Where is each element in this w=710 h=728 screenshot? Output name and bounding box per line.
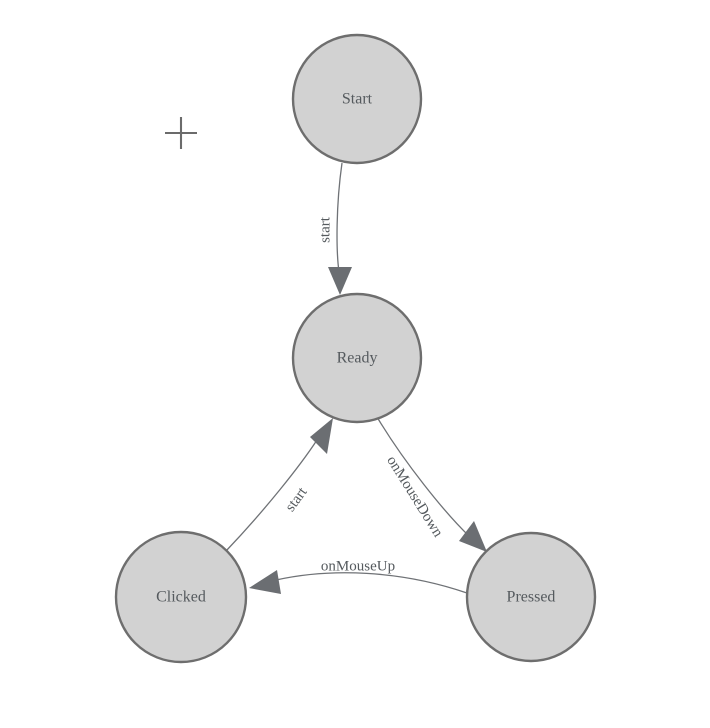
node-start[interactable]: Start bbox=[291, 33, 423, 165]
node-clicked[interactable]: Clicked bbox=[114, 530, 248, 664]
node-start-circle[interactable] bbox=[291, 33, 423, 165]
node-ready-circle[interactable] bbox=[291, 292, 423, 424]
edge-clicked-to-ready-arrowhead bbox=[310, 418, 333, 454]
node-pressed-circle[interactable] bbox=[465, 531, 597, 663]
crosshair-icon bbox=[165, 117, 197, 149]
node-pressed[interactable]: Pressed bbox=[465, 531, 597, 663]
node-clicked-label: Clicked bbox=[156, 589, 206, 606]
edge-start-to-ready-arrowhead bbox=[328, 267, 352, 295]
edge-label-clicked-to-ready: start bbox=[282, 484, 311, 515]
edge-ready-to-pressed-path bbox=[376, 416, 471, 538]
node-pressed-label: Pressed bbox=[507, 589, 556, 606]
edge-ready-to-pressed-arrowhead bbox=[459, 521, 487, 552]
edge-label-ready-to-pressed: onMouseDown bbox=[383, 453, 446, 540]
edge-label-start-to-ready: start bbox=[317, 216, 333, 243]
node-start-label: Start bbox=[342, 91, 373, 108]
edge-clicked-to-ready-path bbox=[225, 439, 318, 552]
edge-clicked-to-ready[interactable]: start bbox=[225, 418, 333, 552]
node-clicked-circle[interactable] bbox=[114, 530, 248, 664]
edge-start-to-ready[interactable]: start bbox=[317, 162, 352, 295]
edge-label-pressed-to-clicked: onMouseUp bbox=[321, 558, 395, 574]
edge-ready-to-pressed[interactable]: onMouseDown bbox=[376, 416, 487, 552]
node-ready-label: Ready bbox=[337, 350, 378, 367]
edge-start-to-ready-path bbox=[336, 162, 343, 273]
edge-pressed-to-clicked-arrowhead bbox=[249, 570, 281, 594]
node-ready[interactable]: Ready bbox=[291, 292, 423, 424]
edge-pressed-to-clicked[interactable]: onMouseUp bbox=[249, 558, 468, 594]
edge-pressed-to-clicked-path bbox=[275, 572, 468, 594]
